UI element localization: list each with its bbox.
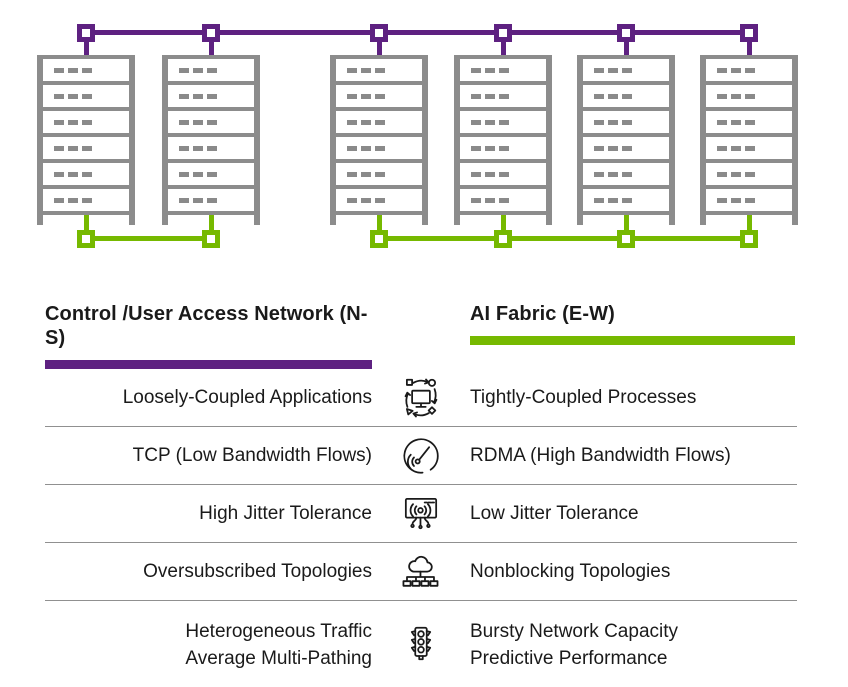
fabric-stub [377, 214, 382, 232]
table-row: TCP (Low Bandwidth Flows) RDMA (High Ban… [45, 427, 797, 485]
server-unit [168, 111, 254, 133]
server-unit [460, 163, 546, 185]
server-unit [168, 85, 254, 107]
server-unit [168, 163, 254, 185]
server-unit [43, 85, 129, 107]
network-switch-node [740, 24, 758, 42]
jitter-broadcast-window-icon [372, 491, 470, 537]
fabric-switch-node [370, 230, 388, 248]
ns-cell: Heterogeneous Traffic Average Multi-Path… [185, 620, 372, 669]
uplink-stub [501, 33, 506, 57]
ns-cell: High Jitter Tolerance [199, 503, 372, 524]
fabric-stub [501, 214, 506, 232]
fabric-stub [84, 214, 89, 232]
cloud-network-topology-icon [372, 549, 470, 595]
server-rack [37, 55, 135, 225]
server-unit [168, 137, 254, 159]
server-rack [577, 55, 675, 225]
server-rack [162, 55, 260, 225]
server-unit [336, 59, 422, 81]
fabric-stub [209, 214, 214, 232]
purple-accent-bar [45, 360, 372, 369]
server-unit [706, 111, 792, 133]
server-rack [700, 55, 798, 225]
ew-cell: Bursty Network Capacity Predictive Perfo… [470, 620, 679, 669]
uplink-stub [624, 33, 629, 57]
network-switch-node [77, 24, 95, 42]
ew-cell: Nonblocking Topologies [470, 561, 671, 582]
server-unit [43, 189, 129, 211]
server-unit [168, 189, 254, 211]
ns-cell: Loosely-Coupled Applications [122, 387, 372, 408]
network-comparison-table: Control /User Access Network (N-S) AI Fa… [45, 302, 797, 687]
server-unit [460, 85, 546, 107]
fabric-stub [747, 214, 752, 232]
server-unit [336, 85, 422, 107]
left-column-header: Control /User Access Network (N-S) [45, 303, 368, 349]
fabric-switch-node [494, 230, 512, 248]
north-south-network-line [86, 30, 749, 35]
right-column-header: AI Fabric (E-W) [470, 303, 615, 325]
server-unit [583, 137, 669, 159]
server-unit [460, 137, 546, 159]
table-row: High Jitter Tolerance Low Jitter Toleran… [45, 485, 797, 543]
ns-cell: Oversubscribed Topologies [143, 561, 372, 582]
fabric-switch-node [77, 230, 95, 248]
server-unit [336, 137, 422, 159]
ew-cell: Low Jitter Tolerance [470, 503, 639, 524]
server-rack [330, 55, 428, 225]
network-switch-node [202, 24, 220, 42]
network-switch-node [370, 24, 388, 42]
server-unit [706, 137, 792, 159]
server-unit [336, 111, 422, 133]
server-unit [460, 59, 546, 81]
fabric-switch-node [617, 230, 635, 248]
ns-cell: TCP (Low Bandwidth Flows) [132, 445, 372, 466]
server-unit [706, 163, 792, 185]
server-unit [460, 189, 546, 211]
table-header: Control /User Access Network (N-S) AI Fa… [45, 302, 797, 369]
server-unit [583, 189, 669, 211]
east-west-fabric-line-right [379, 236, 749, 241]
uplink-stub [377, 33, 382, 57]
server-unit [168, 59, 254, 81]
server-unit [43, 163, 129, 185]
server-unit [583, 163, 669, 185]
ew-cell: RDMA (High Bandwidth Flows) [470, 445, 731, 466]
server-unit [583, 85, 669, 107]
table-row: Loosely-Coupled Applications Tightly-Cou… [45, 369, 797, 427]
server-unit [460, 111, 546, 133]
fabric-stub [624, 214, 629, 232]
server-unit [583, 111, 669, 133]
server-rack [454, 55, 552, 225]
server-unit [706, 189, 792, 211]
coupled-applications-icon [372, 375, 470, 421]
ew-cell: Tightly-Coupled Processes [470, 387, 697, 408]
green-accent-bar [470, 336, 795, 345]
uplink-stub [84, 33, 89, 57]
network-switch-node [617, 24, 635, 42]
server-unit [43, 137, 129, 159]
table-row: Heterogeneous Traffic Average Multi-Path… [45, 601, 797, 687]
server-unit [706, 59, 792, 81]
table-row: Oversubscribed Topologies Nonblocking To… [45, 543, 797, 601]
server-unit [706, 85, 792, 107]
uplink-stub [209, 33, 214, 57]
server-unit [583, 59, 669, 81]
server-unit [43, 59, 129, 81]
server-unit [336, 189, 422, 211]
east-west-fabric-line-left [86, 236, 211, 241]
uplink-stub [747, 33, 752, 57]
server-unit [43, 111, 129, 133]
network-switch-node [494, 24, 512, 42]
speed-gauge-icon [372, 433, 470, 479]
fabric-switch-node [202, 230, 220, 248]
traffic-light-icon [372, 622, 470, 668]
server-unit [336, 163, 422, 185]
fabric-switch-node [740, 230, 758, 248]
